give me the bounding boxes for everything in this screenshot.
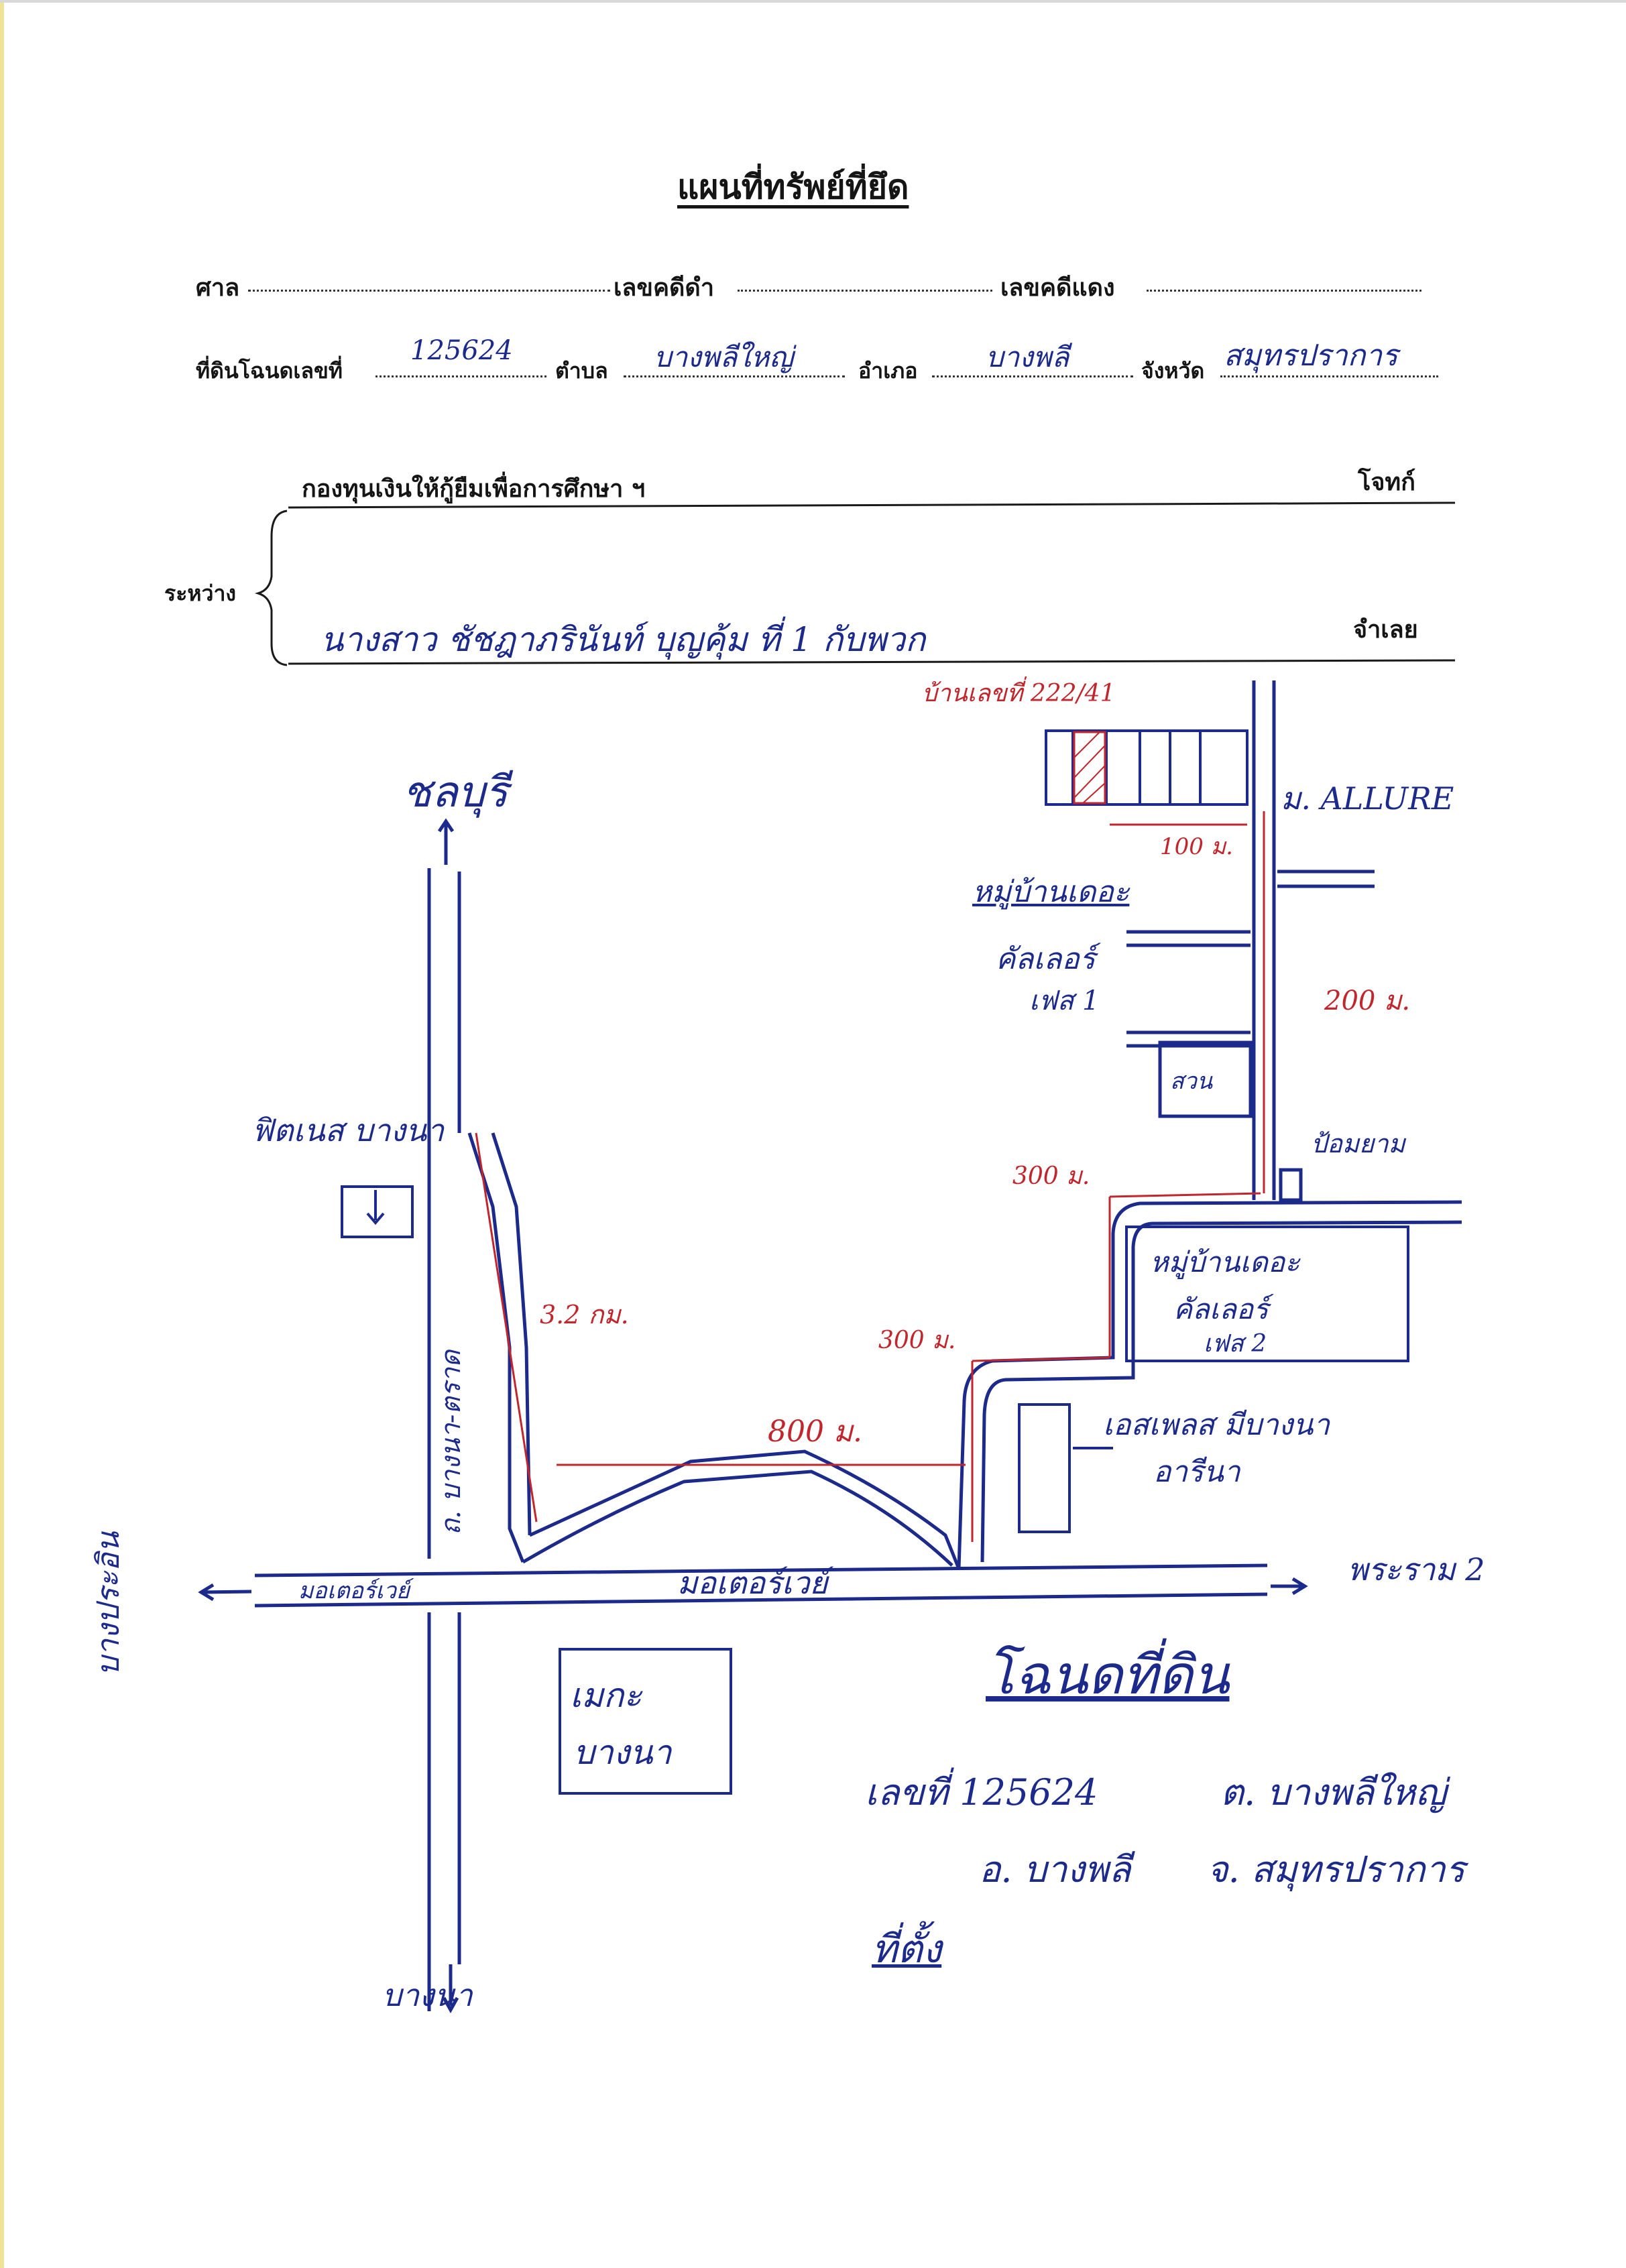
house-number-label: บ้านเลขที่ 222/41 — [922, 680, 1116, 707]
red-case-field — [1147, 290, 1421, 292]
road-name-motorway-short: มอเตอร์เวย์ — [298, 1577, 410, 1604]
plaza-line2: อารีนา — [1153, 1455, 1240, 1489]
province-label: จังหวัด — [1141, 358, 1205, 383]
subdistrict-field — [624, 375, 845, 377]
deed-label: ที่ดินโฉนดเลขที่ — [196, 358, 343, 383]
road-bangna-trad — [427, 818, 461, 2014]
allure-label: ม. ALLURE — [1281, 780, 1454, 817]
plaintiff-label: โจทก์ — [1358, 469, 1415, 496]
distance-300-upper: 300 ม. — [1012, 1162, 1090, 1190]
note-title: โฉนดที่ดิน — [986, 1644, 1230, 1706]
road-name-bangna-trad: ถ. บางนา-ตราด — [436, 1350, 467, 1535]
plaza-line1: เอสเพลส มีบางนา — [1103, 1408, 1330, 1442]
note-deed-number: เลขที่ 125624 — [865, 1771, 1098, 1813]
east-destination: พระราม 2 — [1348, 1551, 1485, 1588]
village-phase1-line1: หมู่บ้านเดอะ — [972, 875, 1130, 909]
north-destination: ชลบุรี — [402, 768, 508, 817]
park-label: สวน — [1170, 1068, 1213, 1095]
target-house-hatch — [1073, 731, 1106, 804]
distance-200: 200 ม. — [1324, 986, 1411, 1016]
village-phase2-line3: เฟส 2 — [1204, 1330, 1267, 1358]
note-location: ที่ตั้ง — [872, 1926, 942, 1972]
road-motorway — [198, 1563, 1308, 1608]
south-destination: บางนา — [382, 1977, 473, 2013]
deed-number: 125624 — [410, 335, 513, 366]
black-case-field — [738, 290, 992, 292]
between-label: ระหว่าง — [164, 581, 237, 606]
village-phase2-block — [1125, 1226, 1409, 1362]
black-case-label: เลขคดีดำ — [614, 274, 715, 302]
access-route — [467, 1132, 1462, 1569]
west-destination: บางประอิน — [90, 1531, 126, 1676]
deed-field — [375, 375, 546, 377]
village-phase2-line1: หมู่บ้านเดอะ — [1150, 1246, 1300, 1278]
defendant-label: จำเลย — [1353, 616, 1418, 644]
fitness-box — [341, 1185, 414, 1238]
distance-100: 100 ม. — [1160, 833, 1233, 860]
page-title: แผนที่ทรัพย์ที่ยึด — [677, 168, 909, 206]
megabangna-box — [559, 1648, 732, 1795]
village-road — [1126, 680, 1375, 1202]
village-phase1-line2: คัลเลอร์ — [996, 942, 1096, 976]
fitness-label: ฟิตเนส บางนา — [251, 1112, 445, 1148]
district-value: บางพลี — [986, 341, 1069, 373]
party-bracket — [254, 501, 1456, 666]
distance-3-2km: 3.2 กม. — [540, 1300, 629, 1329]
red-case-label: เลขคดีแดง — [1000, 274, 1115, 302]
entrance-label: ป้อมยาม — [1311, 1129, 1405, 1158]
target-house — [1073, 731, 1106, 804]
village-phase1-line3: เฟส 1 — [1029, 986, 1100, 1016]
subdistrict-value: บางพลีใหญ่ — [654, 341, 794, 373]
megabangna-line2: บางนา — [573, 1733, 672, 1772]
district-field — [932, 375, 1133, 377]
paper-top-edge — [0, 0, 1626, 3]
defendant-name: นางสาว ชัชฎาภรินันท์ บุญคุ้ม ที่ 1 กับพว… — [321, 620, 926, 659]
plaza-block — [1018, 1403, 1071, 1533]
distance-800: 800 ม. — [768, 1415, 862, 1449]
province-value: สมุทรปราการ — [1224, 339, 1398, 373]
house-row — [1045, 729, 1248, 806]
village-phase2-line2: คัลเลอร์ — [1173, 1293, 1269, 1325]
court-field — [248, 290, 610, 292]
district-label: อำเภอ — [858, 358, 918, 383]
road-name-motorway: มอเตอร์เวย์ — [677, 1565, 828, 1601]
note-district: อ. บางพลี — [979, 1848, 1131, 1891]
court-label: ศาล — [196, 274, 240, 302]
province-field — [1220, 375, 1438, 377]
distance-300-lower: 300 ม. — [878, 1327, 956, 1354]
subdistrict-label: ตำบล — [555, 358, 608, 383]
distance-markers — [475, 811, 1265, 1542]
plaintiff-name: กองทุนเงินให้กู้ยืมเพื่อการศึกษา ฯ — [302, 475, 646, 503]
note-subdistrict: ต. บางพลีใหญ่ — [1220, 1771, 1447, 1813]
paper-edge — [0, 0, 4, 2268]
note-province: จ. สมุทรปราการ — [1207, 1848, 1465, 1891]
megabangna-line1: เมกะ — [570, 1676, 642, 1715]
